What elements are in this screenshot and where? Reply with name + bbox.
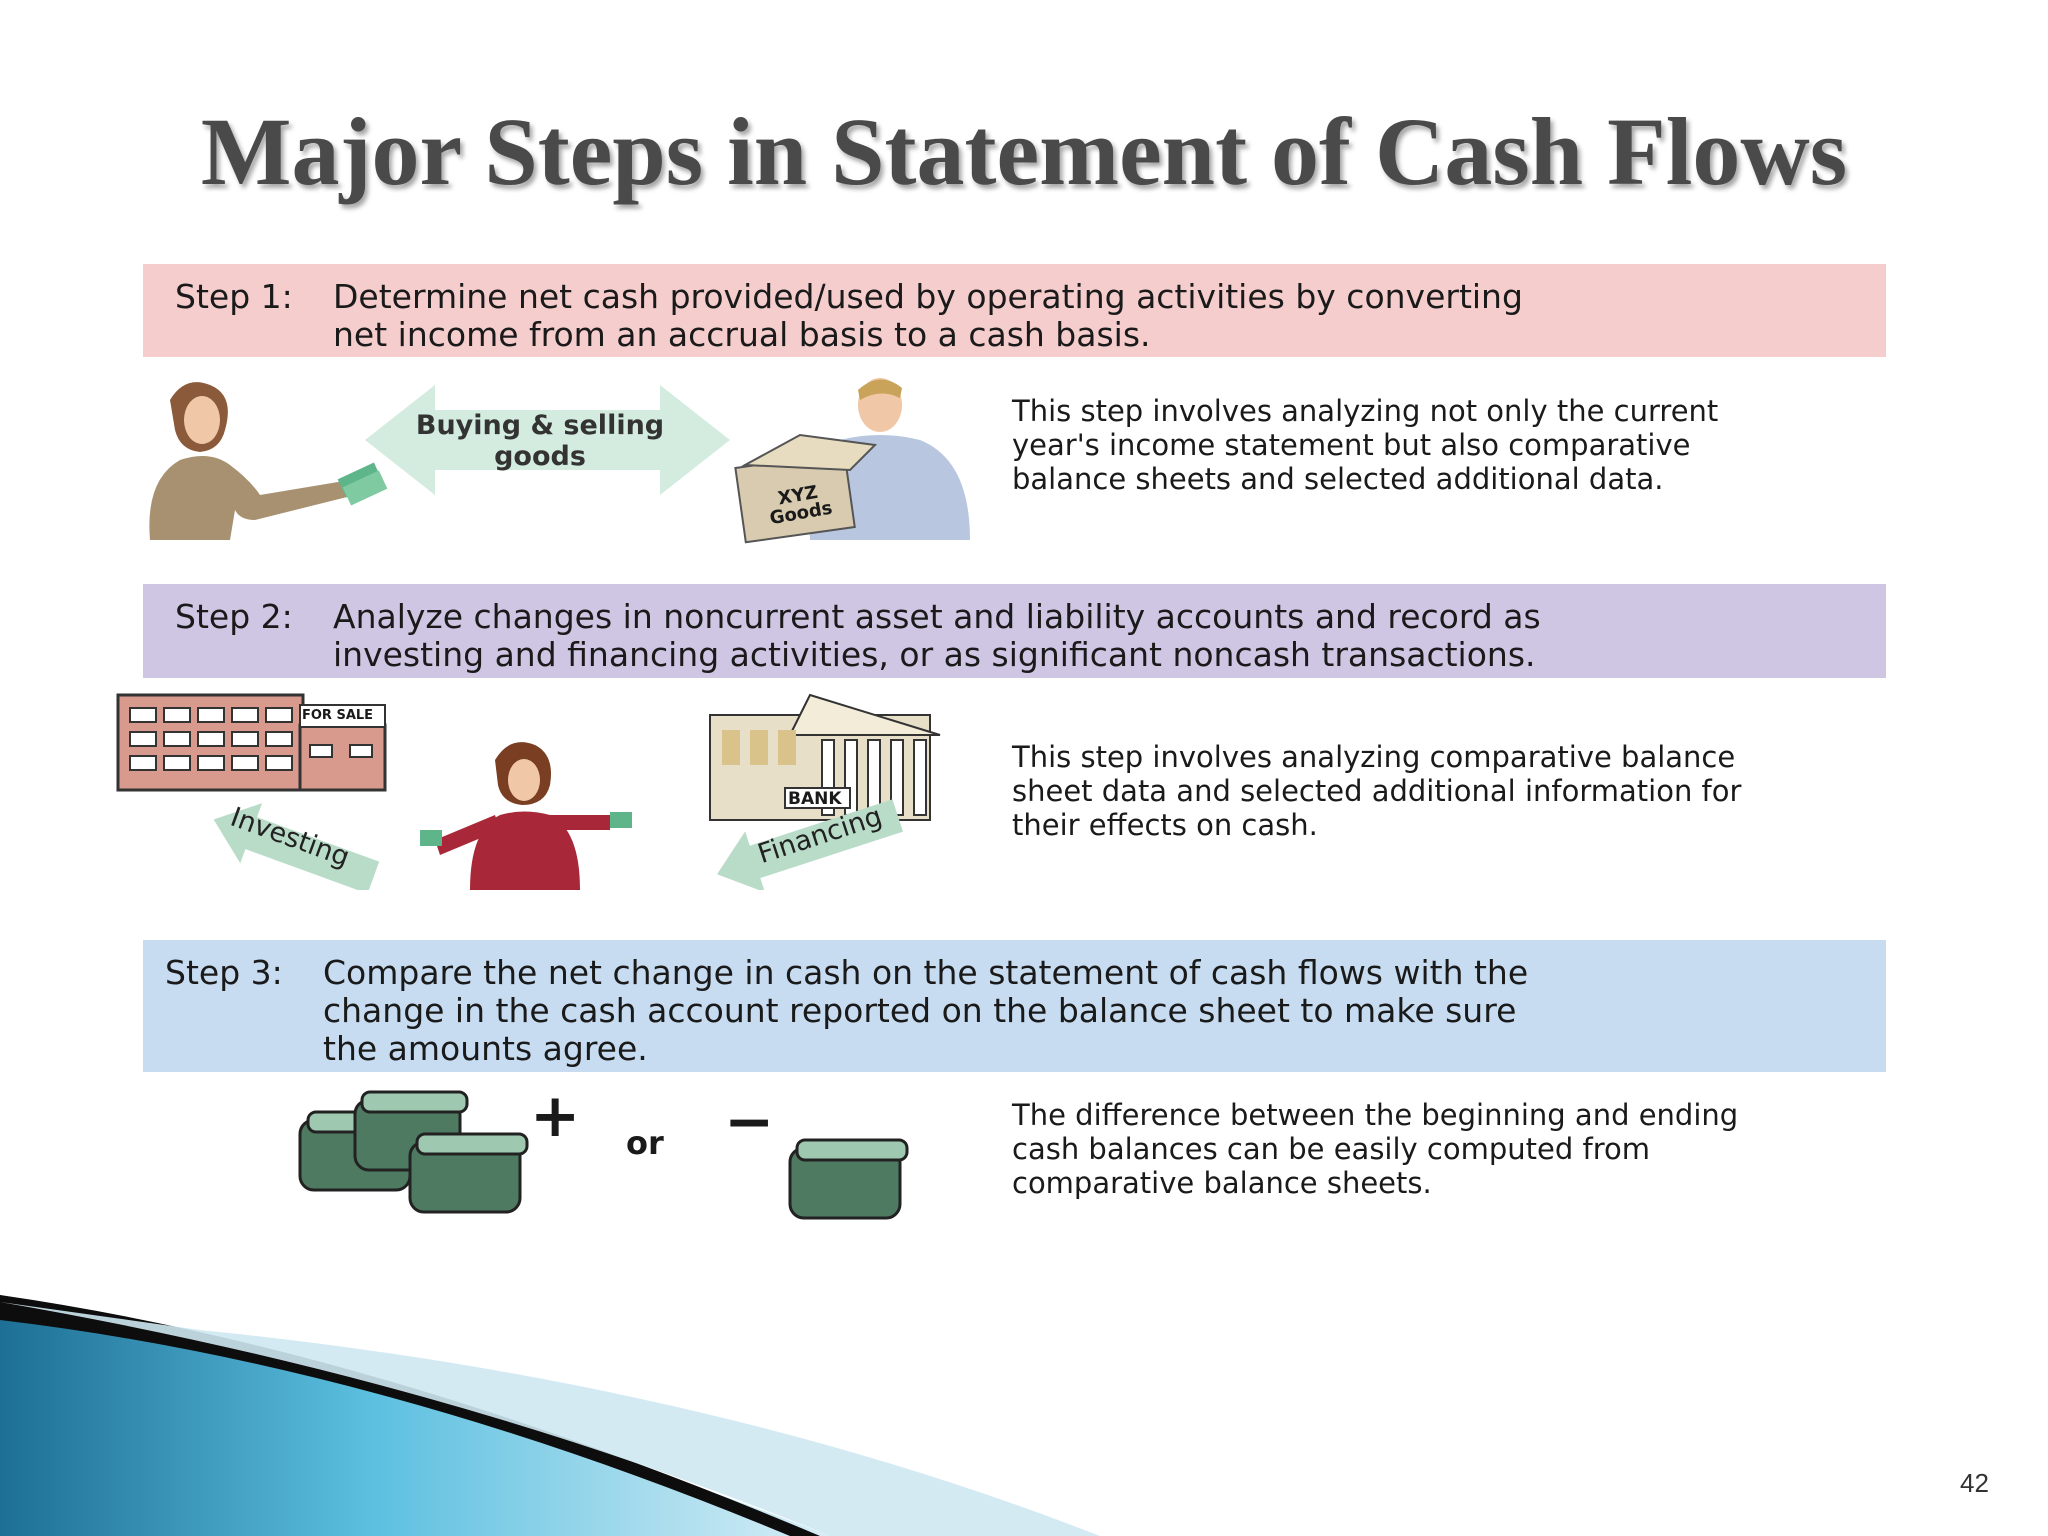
step-1-box: Step 1: Determine net cash provided/used … [143, 264, 1886, 357]
for-sale-sign: FOR SALE [302, 708, 374, 723]
bank-sign: BANK [788, 789, 842, 809]
cash-stack-small-icon [788, 1138, 909, 1220]
businesswoman-icon [149, 382, 388, 540]
step-3-line-3: the amounts agree. [323, 1029, 648, 1068]
step-2-illustration [116, 693, 941, 890]
decorative-wave [0, 1295, 1100, 1536]
step-2-description: This step involves analyzing comparative… [1012, 740, 1742, 842]
cash-stacks-icon [298, 1090, 529, 1214]
buying-selling-line-2: goods [494, 441, 586, 472]
step-1-line-1: Determine net cash provided/used by oper… [333, 277, 1523, 316]
minus-sign: − [724, 1087, 775, 1157]
step-1-description: This step involves analyzing not only th… [1012, 394, 1719, 496]
plus-sign: + [530, 1081, 581, 1151]
step-1-line-2: net income from an accrual basis to a ca… [333, 315, 1151, 354]
page-number: 42 [1960, 1468, 1989, 1498]
or-label: or [626, 1124, 664, 1162]
step-3-line-1: Compare the net change in cash on the st… [323, 953, 1529, 992]
step-1-label: Step 1: [175, 277, 293, 316]
step-3-description: The difference between the beginning and… [1012, 1098, 1739, 1200]
step-2-label: Step 2: [175, 597, 293, 636]
step-2-line-1: Analyze changes in noncurrent asset and … [333, 597, 1541, 636]
man-with-box-icon [734, 378, 970, 544]
step-3-box: Step 3: Compare the net change in cash on… [143, 940, 1886, 1072]
step-3-label: Step 3: [165, 953, 283, 992]
page-title: Major Steps in Statement of Cash Flows [200, 98, 1848, 205]
building-for-sale-icon [116, 693, 387, 792]
businesswoman-center-icon [420, 742, 632, 890]
buying-selling-label: Buying & selling goods [400, 410, 680, 472]
step-2-line-2: investing and financing activities, or a… [333, 635, 1536, 674]
double-arrow-icon [365, 385, 730, 495]
financing-arrow-icon [717, 799, 903, 890]
investing-arrow-icon [213, 803, 380, 890]
step-3-line-2: change in the cash account reported on t… [323, 991, 1517, 1030]
step-3-illustration [298, 1090, 909, 1220]
buying-selling-line-1: Buying & selling [415, 410, 665, 441]
step-2-box: Step 2: Analyze changes in noncurrent ass… [143, 584, 1886, 678]
step-1-illustration [149, 378, 970, 544]
